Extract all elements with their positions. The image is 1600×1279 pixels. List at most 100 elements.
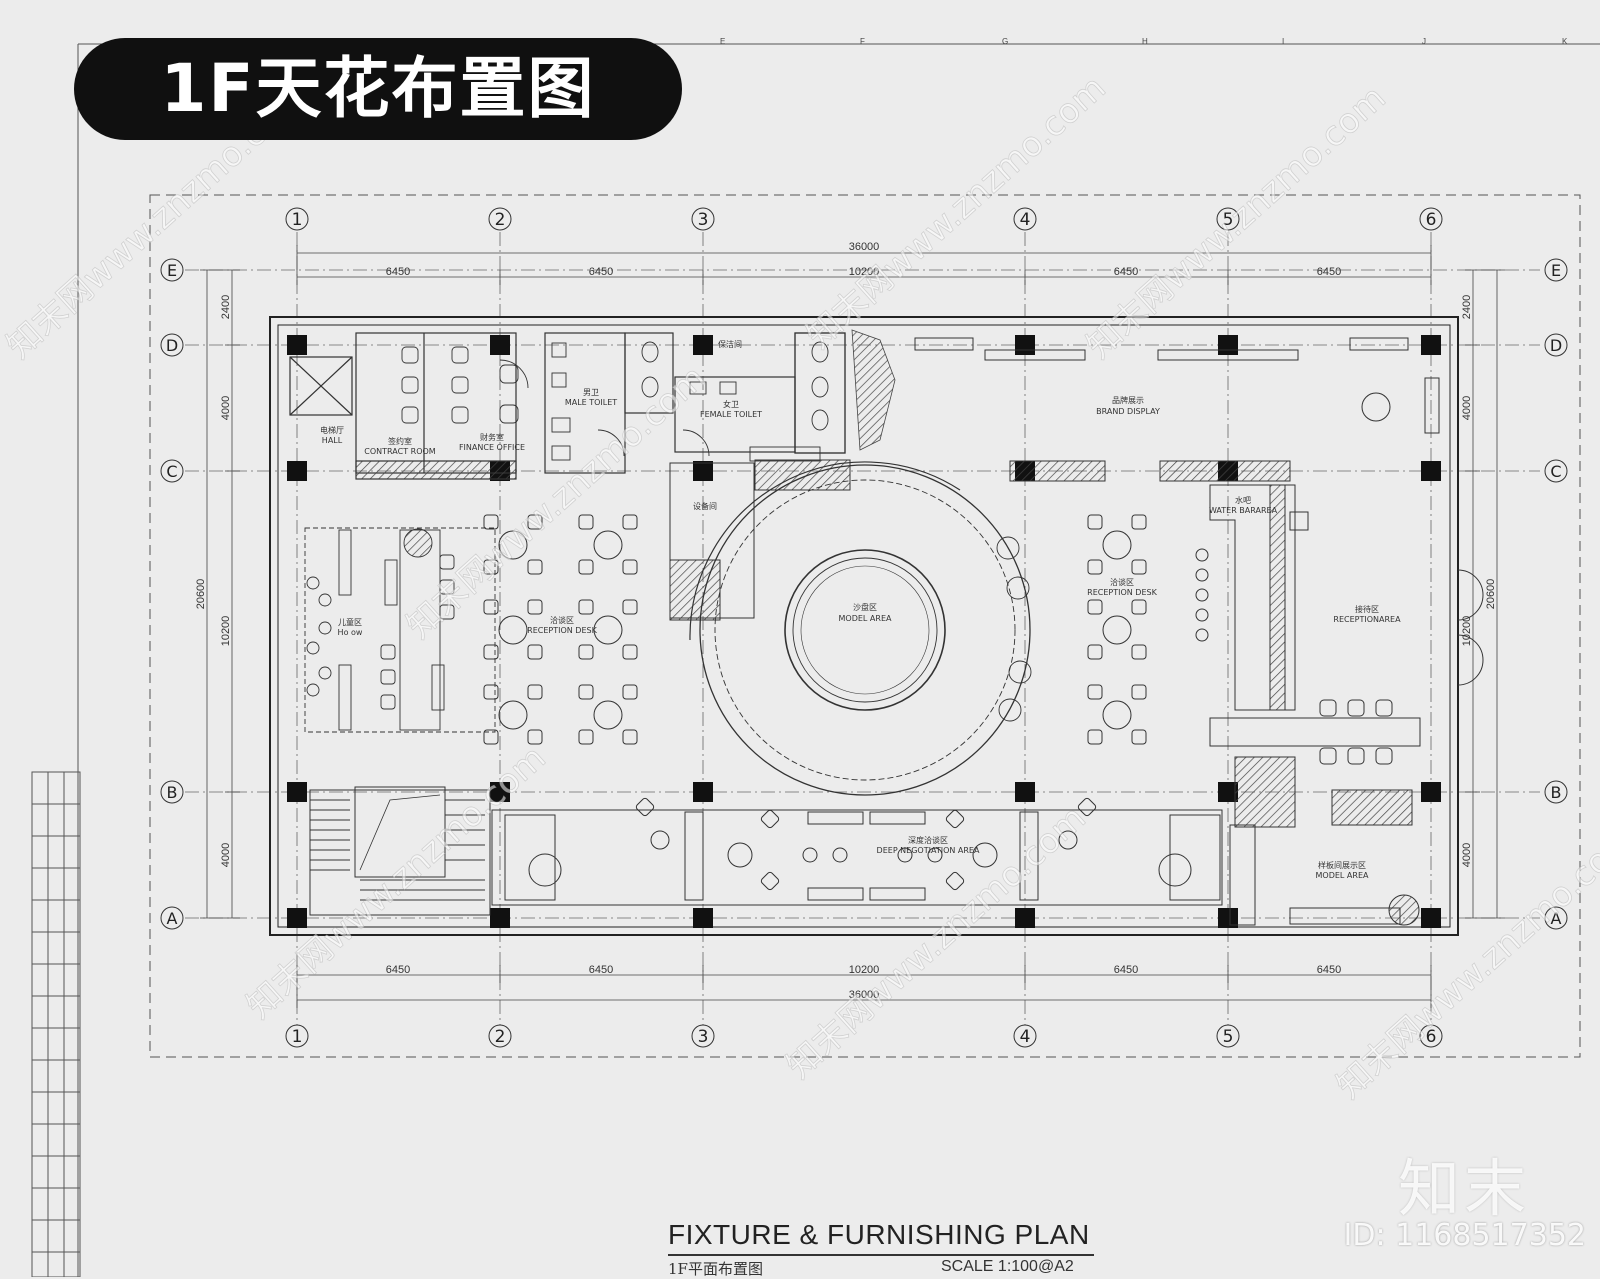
- svg-text:2400: 2400: [220, 295, 232, 319]
- svg-text:深度洽谈区: 深度洽谈区: [908, 835, 948, 845]
- svg-text:G: G: [1002, 37, 1008, 46]
- grid-bubble-1-top: 1: [285, 207, 309, 231]
- svg-text:FEMALE TOILET: FEMALE TOILET: [700, 410, 762, 419]
- svg-text:4: 4: [1020, 1027, 1031, 1047]
- grid-bubble-4-bottom: 4: [1013, 1024, 1037, 1048]
- svg-text:20600: 20600: [1485, 579, 1497, 610]
- right-dining-tables: [1087, 514, 1147, 745]
- building-outline: [269, 316, 1459, 936]
- grid-bubble-D-left: D: [160, 333, 184, 357]
- svg-text:样板间展示区: 样板间展示区: [1318, 860, 1366, 870]
- svg-text:HALL: HALL: [322, 436, 343, 445]
- svg-text:D: D: [1550, 336, 1562, 355]
- svg-text:4000: 4000: [220, 843, 232, 867]
- drawing-scale: SCALE 1:100@A2: [941, 1258, 1074, 1275]
- svg-text:A: A: [167, 909, 178, 928]
- drawing-subtitle: 1F平面布置图: [668, 1260, 763, 1278]
- watermark-brand: 知末: [1397, 1152, 1530, 1225]
- svg-text:WATER BARAREA: WATER BARAREA: [1209, 506, 1278, 515]
- svg-text:6: 6: [1426, 1027, 1437, 1047]
- svg-text:I: I: [1282, 37, 1284, 46]
- sheet-top-letters: E F G H I J K: [720, 37, 1568, 46]
- dimension-labels-bottom: 6450 6450 10200 6450 6450 36000: [386, 964, 1341, 1001]
- svg-text:知末网www.znzmo.com: 知末网www.znzmo.com: [239, 738, 553, 1027]
- storage-room: [669, 459, 851, 621]
- svg-text:2: 2: [495, 210, 506, 230]
- svg-text:A: A: [1551, 909, 1562, 928]
- title-block-table: [31, 771, 81, 1277]
- svg-text:20600: 20600: [195, 579, 207, 610]
- svg-text:FINANCE OFFICE: FINANCE OFFICE: [459, 443, 525, 452]
- grid-bubble-A-right: A: [1544, 906, 1568, 930]
- svg-text:设备间: 设备间: [693, 501, 717, 511]
- svg-text:D: D: [166, 336, 178, 355]
- grid-bubble-6-bottom: 6: [1419, 1024, 1443, 1048]
- dimension-labels-right: 20600 2400 4000 10200 4000: [1461, 295, 1497, 867]
- svg-text:36000: 36000: [849, 989, 880, 1001]
- svg-text:电梯厅: 电梯厅: [320, 425, 344, 435]
- svg-text:洽谈区: 洽谈区: [550, 615, 574, 625]
- grid-bubble-C-left: C: [160, 459, 184, 483]
- svg-text:财务室: 财务室: [480, 432, 504, 442]
- brand-display: [914, 337, 1440, 482]
- grid-bubble-5-top: 5: [1216, 207, 1240, 231]
- grid-bubble-B-right: B: [1544, 780, 1568, 804]
- upper-left-rooms: [289, 329, 896, 480]
- svg-text:K: K: [1562, 37, 1568, 46]
- svg-text:4000: 4000: [1461, 396, 1473, 420]
- svg-text:儿童区: 儿童区: [338, 617, 362, 627]
- svg-text:6450: 6450: [386, 964, 410, 976]
- svg-text:F: F: [860, 37, 865, 46]
- svg-text:3: 3: [698, 1027, 709, 1047]
- svg-text:H: H: [1142, 37, 1148, 46]
- svg-text:10200: 10200: [849, 964, 880, 976]
- svg-text:保洁间: 保洁间: [718, 339, 742, 349]
- svg-text:RECEPTION DESK: RECEPTION DESK: [1087, 588, 1157, 597]
- svg-text:B: B: [1551, 783, 1562, 802]
- drawing-title: FIXTURE & FURNISHING PLAN: [668, 1219, 1090, 1250]
- upper-left-fixtures: [401, 341, 829, 462]
- grid-bubble-B-left: B: [160, 780, 184, 804]
- svg-text:6450: 6450: [1317, 266, 1341, 278]
- grid-bubble-5-bottom: 5: [1216, 1024, 1240, 1048]
- water-bar: [1195, 484, 1421, 765]
- svg-text:E: E: [167, 261, 177, 280]
- svg-text:女卫: 女卫: [723, 399, 739, 409]
- grid-bubble-A-left: A: [160, 906, 184, 930]
- svg-text:RECEPTIONAREA: RECEPTIONAREA: [1333, 615, 1401, 624]
- svg-text:6: 6: [1426, 210, 1437, 230]
- svg-text:4000: 4000: [220, 396, 232, 420]
- svg-text:10200: 10200: [220, 616, 232, 647]
- grid-bubbles-right: E D C B A: [1544, 258, 1568, 930]
- svg-text:5: 5: [1223, 1027, 1234, 1047]
- drawing-title-rule: [668, 1254, 1094, 1256]
- svg-text:E: E: [1551, 261, 1561, 280]
- svg-text:6450: 6450: [589, 964, 613, 976]
- svg-text:知末网www.znzmo.com: 知末网www.znzmo.com: [399, 358, 713, 647]
- svg-text:4000: 4000: [1461, 843, 1473, 867]
- svg-text:MODEL AREA: MODEL AREA: [839, 614, 893, 623]
- grid-bubbles-bottom: 1 2 3 4 5 6: [285, 1024, 1443, 1048]
- svg-text:6450: 6450: [1114, 964, 1138, 976]
- grid-bubble-D-right: D: [1544, 333, 1568, 357]
- svg-text:6450: 6450: [589, 266, 613, 278]
- svg-text:1: 1: [292, 1027, 303, 1047]
- svg-text:知末网www.znzmo.com: 知末网www.znzmo.com: [799, 68, 1113, 357]
- grid-bubble-6-top: 6: [1419, 207, 1443, 231]
- svg-text:男卫: 男卫: [583, 388, 599, 397]
- staircase: [309, 786, 491, 916]
- grid-bubble-2-top: 2: [488, 207, 512, 231]
- grid-bubble-3-bottom: 3: [691, 1024, 715, 1048]
- grid-bubble-E-left: E: [160, 258, 184, 282]
- svg-text:5: 5: [1223, 210, 1234, 230]
- model-room: [1229, 756, 1420, 926]
- dimensions-right: [1465, 269, 1505, 919]
- svg-text:1: 1: [292, 210, 303, 230]
- entrance-doors: [1457, 569, 1484, 686]
- grid-column-lines: [296, 232, 1432, 1025]
